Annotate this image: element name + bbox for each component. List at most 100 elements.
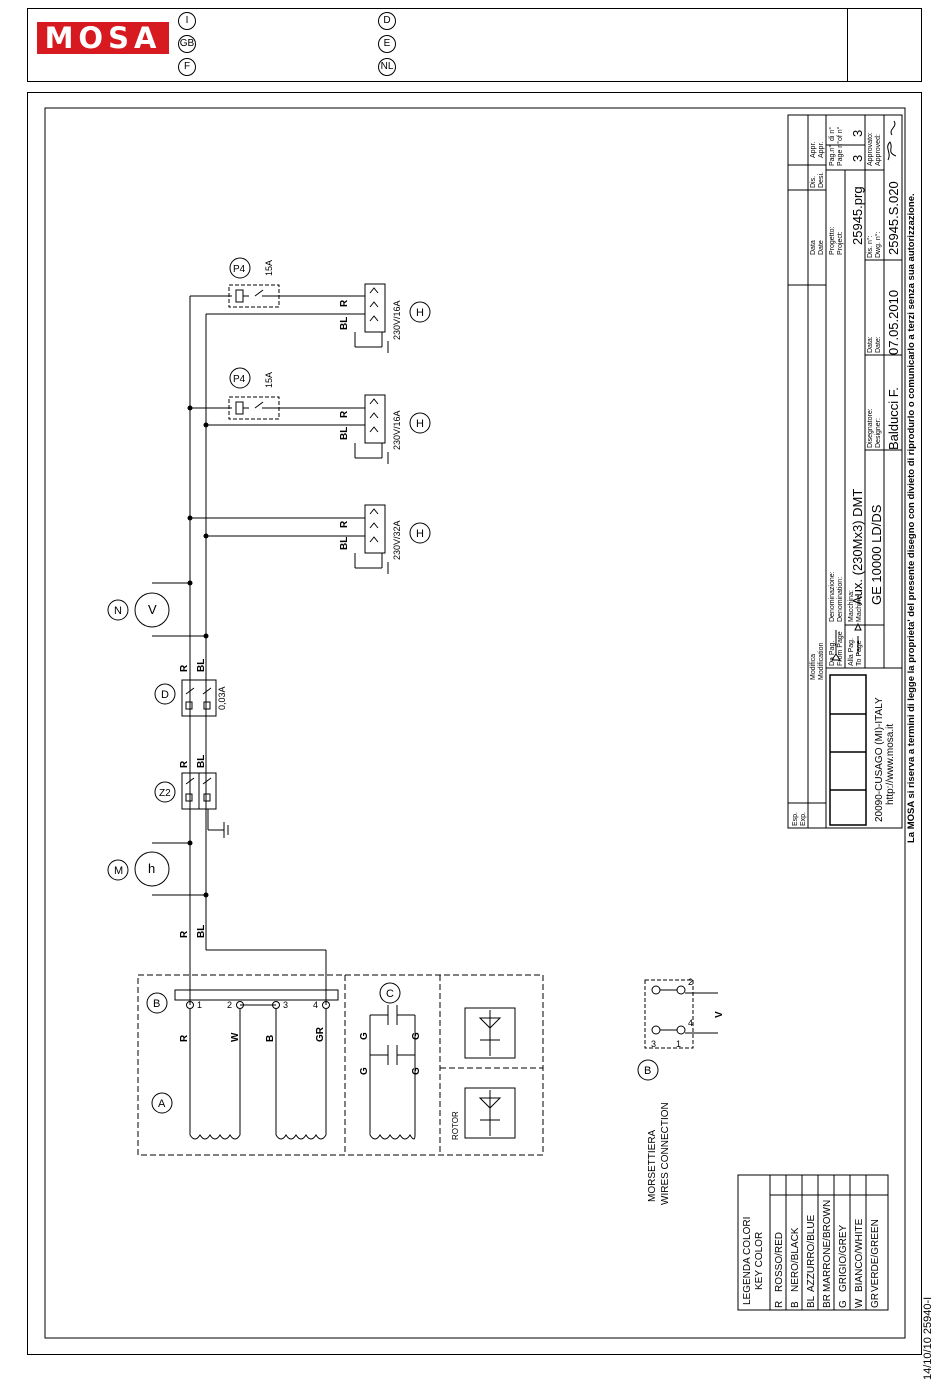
svg-text:Exp.: Exp. bbox=[800, 812, 807, 826]
wire-label-bl: BL bbox=[196, 659, 207, 672]
svg-text:di n°: di n° bbox=[828, 127, 836, 141]
svg-text:LEGENDA COLORI: LEGENDA COLORI bbox=[742, 1217, 753, 1305]
svg-text:h: h bbox=[148, 861, 155, 876]
svg-text:A: A bbox=[158, 1098, 166, 1110]
svg-text:Denominazione:: Denominazione: bbox=[829, 571, 836, 622]
rotor-diodes: ROTOR bbox=[451, 1007, 516, 1140]
svg-text:V: V bbox=[714, 1011, 725, 1018]
svg-text:H: H bbox=[416, 418, 424, 430]
svg-text:G: G bbox=[838, 1300, 849, 1308]
svg-text:4: 4 bbox=[688, 1018, 693, 1028]
svg-text:H: H bbox=[416, 307, 424, 319]
svg-text:BL: BL bbox=[806, 1295, 817, 1308]
svg-text:BL: BL bbox=[339, 317, 350, 330]
svg-text:Da Pag.: Da Pag. bbox=[829, 641, 836, 666]
wire-label-bl: BL bbox=[196, 755, 207, 768]
socket-32a: R BL 230V/32A H bbox=[190, 504, 431, 574]
svg-text:D: D bbox=[161, 689, 169, 701]
svg-text:B: B bbox=[644, 1065, 651, 1077]
voltmeter-n: V N bbox=[107, 582, 206, 637]
svg-text:1: 1 bbox=[676, 1039, 681, 1049]
svg-text:GRIGIO/GREY: GRIGIO/GREY bbox=[838, 1224, 849, 1292]
wire-label-r: R bbox=[179, 930, 190, 938]
svg-text:G: G bbox=[359, 1032, 370, 1040]
svg-text:230V/16A: 230V/16A bbox=[392, 300, 402, 340]
svg-text:Esp.: Esp. bbox=[792, 812, 799, 826]
svg-text:MORSETTIERA: MORSETTIERA bbox=[647, 1129, 658, 1202]
wire-label-bl: BL bbox=[196, 925, 207, 938]
hour-meter-m: h M bbox=[107, 842, 206, 896]
svg-text:Appr.: Appr. bbox=[810, 142, 817, 158]
svg-text:230V/32A: 230V/32A bbox=[392, 520, 402, 560]
svg-text:25945.prg: 25945.prg bbox=[850, 186, 865, 245]
svg-text:0,03A: 0,03A bbox=[217, 686, 227, 710]
lang-nl: NL bbox=[378, 58, 396, 76]
lang-e: E bbox=[378, 35, 396, 53]
svg-text:R: R bbox=[179, 1034, 190, 1042]
svg-text:H: H bbox=[416, 528, 424, 540]
svg-text:BL: BL bbox=[339, 427, 350, 440]
svg-text:Pag.n°: Pag.n° bbox=[828, 145, 836, 166]
svg-text:3: 3 bbox=[651, 1039, 656, 1049]
capacitor-c: G G G G C bbox=[359, 982, 422, 1140]
svg-text:Alla Pag.: Alla Pag. bbox=[848, 638, 855, 666]
svg-text:Date: Date bbox=[818, 240, 825, 255]
svg-text:Machine:: Machine: bbox=[856, 594, 863, 622]
drawing-frame bbox=[27, 92, 922, 1355]
svg-text:MARRONE/BROWN: MARRONE/BROWN bbox=[822, 1200, 833, 1292]
svg-text:Dwg. n°:: Dwg. n°: bbox=[874, 231, 882, 258]
svg-text:To Page: To Page bbox=[856, 640, 863, 666]
svg-text:Modifica: Modifica bbox=[810, 654, 817, 680]
svg-text:of n°: of n° bbox=[836, 126, 844, 141]
svg-text:BR: BR bbox=[822, 1294, 833, 1308]
svg-text:Desi.: Desi. bbox=[818, 172, 825, 188]
svg-text:Dis.: Dis. bbox=[810, 176, 817, 188]
svg-text:Aux. (230Mx3) DMT: Aux. (230Mx3) DMT bbox=[850, 489, 865, 605]
svg-text:20090-CUSAGO (MI)-ITALY: 20090-CUSAGO (MI)-ITALY bbox=[874, 697, 885, 822]
svg-text:Dis. n°:: Dis. n°: bbox=[866, 235, 874, 258]
mosa-logo: MOSA bbox=[37, 22, 169, 54]
svg-text:Approvato:: Approvato: bbox=[867, 132, 874, 166]
lang-d: D bbox=[378, 12, 396, 30]
generator-block bbox=[137, 974, 544, 1156]
svg-text:Project:: Project: bbox=[837, 231, 844, 255]
svg-text:Macchina:: Macchina: bbox=[848, 590, 855, 622]
svg-text:R: R bbox=[339, 299, 350, 307]
svg-text:ROSSO/RED: ROSSO/RED bbox=[774, 1232, 785, 1292]
header-divider bbox=[847, 8, 848, 82]
svg-text:07.05.2010: 07.05.2010 bbox=[886, 290, 901, 355]
svg-text:Page n°: Page n° bbox=[836, 141, 844, 166]
svg-text:P4: P4 bbox=[233, 264, 246, 275]
svg-text:WIRES CONNECTION: WIRES CONNECTION bbox=[660, 1102, 671, 1205]
svg-text:AZZURRO/BLUE: AZZURRO/BLUE bbox=[806, 1214, 817, 1292]
mosa-outline-logo bbox=[829, 674, 867, 826]
svg-text:B: B bbox=[265, 1035, 276, 1042]
lang-gb: GB bbox=[178, 35, 196, 53]
svg-text:R: R bbox=[339, 520, 350, 528]
svg-text:VERDE/GREEN: VERDE/GREEN bbox=[870, 1219, 881, 1292]
inner-border bbox=[44, 107, 906, 1339]
junction-dots bbox=[187, 405, 209, 898]
socket-16a-2: 15A P4 R BL 230V/16A H bbox=[190, 257, 431, 353]
svg-text:25945.S.020: 25945.S.020 bbox=[886, 181, 901, 255]
stator-windings: 1 2 3 4 R W B GR B A bbox=[146, 989, 339, 1140]
svg-text:3: 3 bbox=[850, 155, 865, 162]
lang-f: F bbox=[178, 58, 196, 76]
wire-label-r: R bbox=[179, 664, 190, 672]
svg-text:http://www.mosa.it: http://www.mosa.it bbox=[885, 724, 896, 805]
svg-text:Approved:: Approved: bbox=[875, 134, 882, 166]
svg-text:N: N bbox=[114, 605, 122, 617]
header-box bbox=[27, 8, 922, 82]
svg-text:ROTOR: ROTOR bbox=[451, 1111, 460, 1140]
svg-text:GR: GR bbox=[870, 1293, 881, 1308]
svg-text:2: 2 bbox=[227, 1000, 232, 1010]
svg-text:GR: GR bbox=[315, 1026, 326, 1042]
breaker-z2: Z2 bbox=[154, 772, 229, 838]
svg-text:From Page: From Page bbox=[837, 631, 844, 666]
svg-text:KEY COLOR: KEY COLOR bbox=[754, 1232, 765, 1290]
svg-text:BL: BL bbox=[339, 537, 350, 550]
svg-text:15A: 15A bbox=[264, 260, 274, 276]
wire-label-r: R bbox=[179, 760, 190, 768]
footer-code: 14/10/10 25940-I bbox=[922, 1296, 934, 1380]
svg-text:Balducci F.: Balducci F. bbox=[886, 387, 901, 450]
